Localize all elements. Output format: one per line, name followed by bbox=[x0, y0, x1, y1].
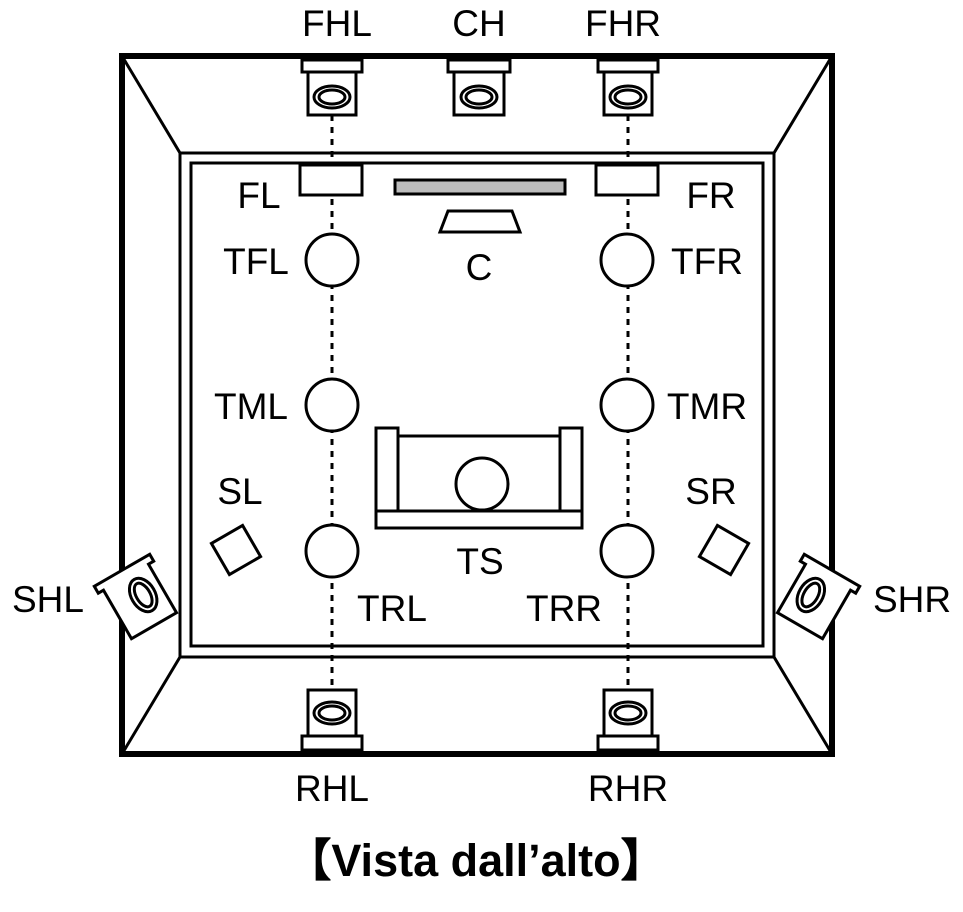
label-tmr: TMR bbox=[667, 386, 747, 427]
speaker-tfl bbox=[304, 232, 360, 288]
speaker-c bbox=[437, 209, 523, 234]
ceiling-outer bbox=[178, 151, 776, 659]
speaker-tmr bbox=[599, 377, 655, 433]
tv-screen bbox=[393, 178, 567, 196]
perspective-edge-bl bbox=[120, 656, 182, 755]
sofa bbox=[374, 426, 584, 530]
label-shr: SHR bbox=[873, 579, 951, 620]
label-ch: CH bbox=[452, 3, 505, 44]
view-caption: 【Vista dall’alto】 bbox=[286, 835, 665, 886]
speaker-fr bbox=[594, 163, 660, 197]
speaker-tfr bbox=[599, 232, 655, 288]
label-rhl: RHL bbox=[295, 768, 369, 809]
perspective-edge-tl bbox=[120, 55, 182, 154]
speaker-trr bbox=[599, 523, 655, 579]
perspective-edge-br bbox=[772, 656, 834, 755]
label-sl: SL bbox=[217, 471, 262, 512]
label-tml: TML bbox=[214, 386, 288, 427]
label-shl: SHL bbox=[12, 579, 84, 620]
speaker-fhl bbox=[300, 58, 364, 117]
label-c: C bbox=[466, 247, 493, 288]
top-speakers bbox=[304, 232, 655, 579]
label-fhr: FHR bbox=[585, 3, 661, 44]
speaker-tml bbox=[304, 377, 360, 433]
ceiling-inner bbox=[189, 161, 765, 648]
speaker-ts bbox=[454, 456, 510, 512]
label-rhr: RHR bbox=[588, 768, 668, 809]
label-trr: TRR bbox=[526, 588, 602, 629]
speaker-rhl bbox=[300, 688, 364, 752]
speaker-ch bbox=[446, 58, 512, 117]
label-fl: FL bbox=[237, 175, 280, 216]
speaker-sl bbox=[209, 523, 263, 577]
label-fhl: FHL bbox=[302, 3, 372, 44]
label-trl: TRL bbox=[357, 588, 427, 629]
speaker-rhr bbox=[596, 688, 660, 752]
room bbox=[119, 53, 835, 757]
speaker-fl bbox=[298, 163, 364, 197]
speaker-fhr bbox=[596, 58, 660, 117]
speaker-trl bbox=[304, 523, 360, 579]
outer-wall bbox=[119, 53, 835, 757]
label-sr: SR bbox=[685, 471, 736, 512]
speaker-shl bbox=[92, 552, 179, 641]
label-tfr: TFR bbox=[671, 241, 743, 282]
label-tfl: TFL bbox=[223, 241, 289, 282]
speaker-shr bbox=[775, 552, 862, 641]
speaker-sr bbox=[697, 523, 751, 577]
perspective-edge-tr bbox=[772, 55, 834, 154]
label-fr: FR bbox=[686, 175, 735, 216]
label-ts: TS bbox=[456, 541, 503, 582]
